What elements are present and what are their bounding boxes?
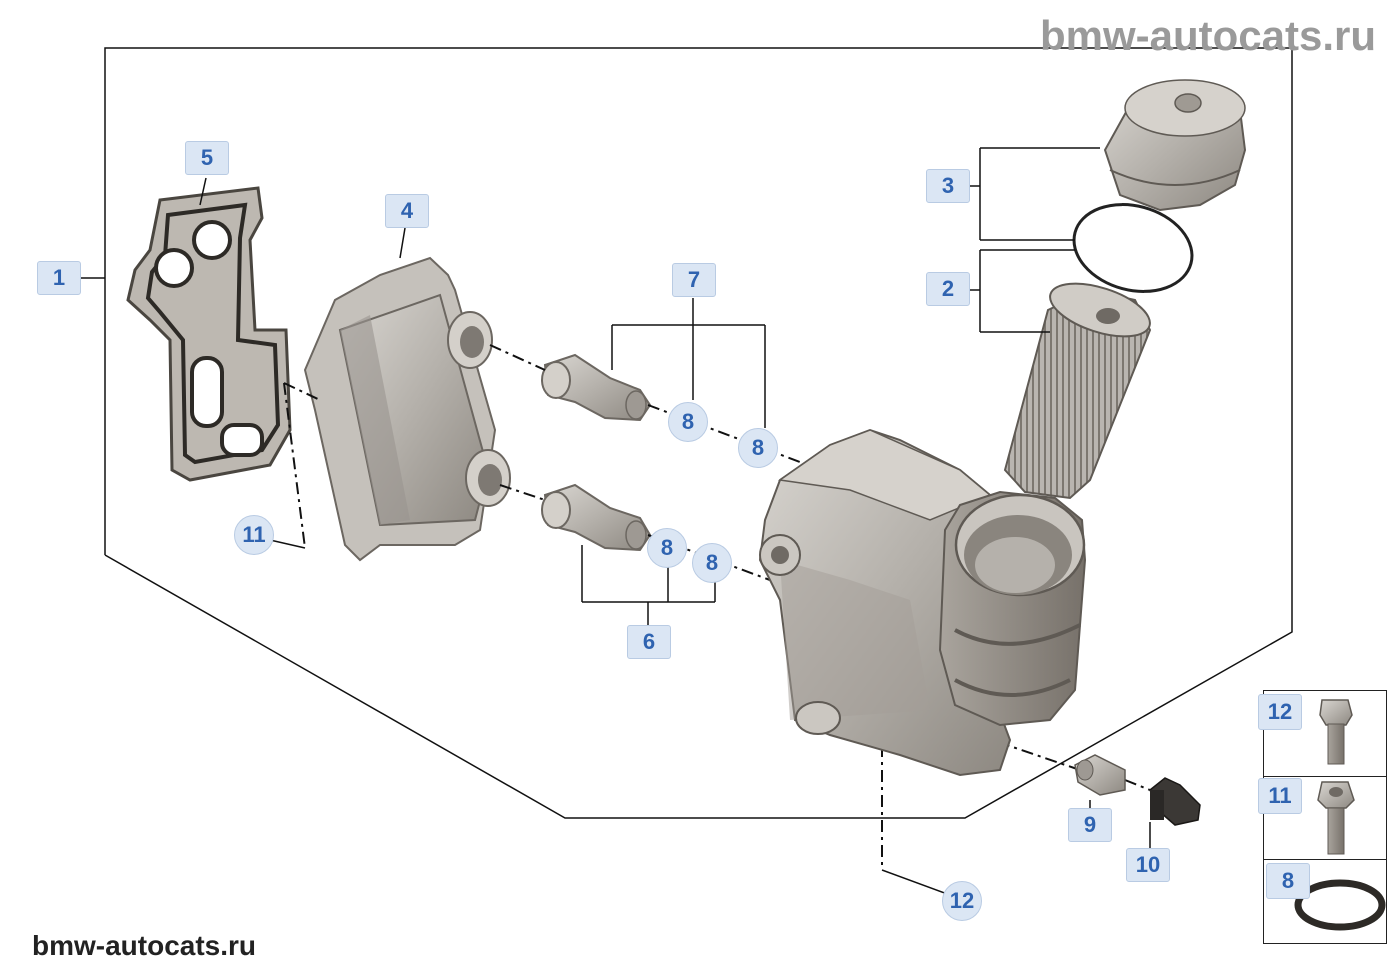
legend-label-12: 12 xyxy=(1258,694,1302,730)
assembly-outline xyxy=(104,47,1293,819)
sleeve-upper-part xyxy=(541,353,652,422)
callout-11: 11 xyxy=(234,515,274,555)
legend-o-ring-8 xyxy=(1294,879,1386,931)
callout-2: 2 xyxy=(926,272,970,306)
watermark-bottom: bmw-autocats.ru xyxy=(32,930,257,961)
oil-cooler-part xyxy=(303,256,511,562)
callout-5: 5 xyxy=(185,141,229,175)
legend-label-11: 11 xyxy=(1258,778,1302,814)
bracket-6 xyxy=(581,545,716,625)
callout-8-lower-right: 8 xyxy=(692,543,732,583)
bracket-3 xyxy=(968,147,1100,241)
callout-9: 9 xyxy=(1068,808,1112,842)
gasket-part xyxy=(126,186,292,482)
watermark-top: bmw-autocats.ru xyxy=(1039,12,1376,59)
sensor-part xyxy=(1149,777,1201,826)
legend-divider-1 xyxy=(1264,776,1386,777)
sleeve-lower-part xyxy=(541,483,652,552)
oil-pressure-switch-part xyxy=(1074,754,1126,796)
callout-1: 1 xyxy=(37,261,81,295)
legend-divider-2 xyxy=(1264,859,1386,860)
filter-housing-part xyxy=(758,428,1087,777)
callout-3: 3 xyxy=(926,169,970,203)
callout-12: 12 xyxy=(942,881,982,921)
callout-6: 6 xyxy=(627,625,671,659)
legend-bolt-12 xyxy=(1319,699,1353,765)
cap-o-ring xyxy=(1072,203,1194,293)
callout-8-lower-left: 8 xyxy=(647,528,687,568)
callout-7: 7 xyxy=(672,263,716,297)
legend-label-8: 8 xyxy=(1266,863,1310,899)
bracket-2 xyxy=(968,249,1075,333)
legend-box: 12 11 8 xyxy=(1258,690,1387,944)
filter-cap-part xyxy=(1103,79,1247,212)
legend-bolt-11 xyxy=(1317,781,1355,855)
filter-element-part xyxy=(1003,282,1152,500)
callout-8-upper-left: 8 xyxy=(668,402,708,442)
callout-10: 10 xyxy=(1126,848,1170,882)
bracket-7 xyxy=(611,298,766,428)
callout-8-upper-right: 8 xyxy=(738,428,778,468)
callout-4: 4 xyxy=(385,194,429,228)
